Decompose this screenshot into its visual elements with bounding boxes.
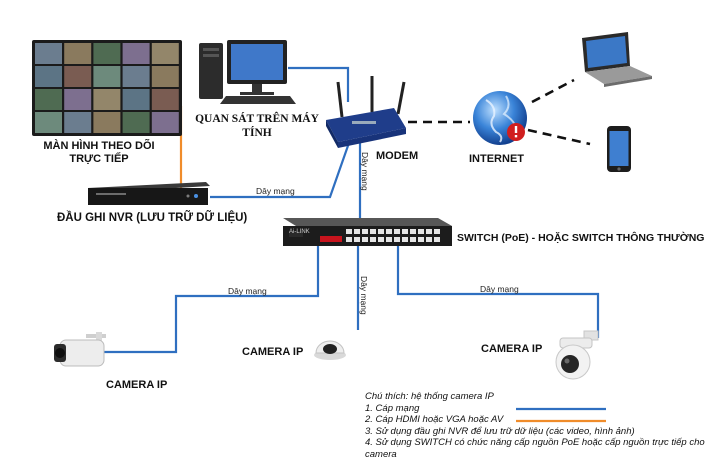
ptz-camera-icon [555,330,599,380]
switch-port [434,237,440,242]
switch-port [418,229,424,234]
switch-port [370,237,376,242]
switch-port [394,237,400,242]
switch-port [434,229,440,234]
video-tile [93,43,121,64]
switch-port [386,237,392,242]
switch-port [346,237,352,242]
camera-right-label: CAMERA IP [481,343,543,355]
bullet-camera-icon [54,332,106,367]
modem-label: MODEM [376,150,419,162]
cables [104,66,600,354]
nvr-recorder-icon [88,182,210,205]
switch-port [354,237,360,242]
switch-port [378,237,384,242]
video-tile [93,66,121,87]
switch-port [362,229,368,234]
video-tile [35,112,62,133]
switch-port [402,237,408,242]
desktop-pc-icon [199,40,296,104]
internet-label: INTERNET [469,153,524,165]
poe-switch-icon [283,218,452,246]
legend-item-3: 3. Sử dụng đầu ghi NVR để lưu trữ dữ liệ… [365,425,635,437]
video-tile [122,66,150,87]
switch-port [426,237,432,242]
legend-item-2: 2. Cáp HDMI hoặc VGA hoặc AV [365,414,504,425]
legend-title: Chú thích: hệ thống camera IP [365,391,494,402]
switch-port [410,237,416,242]
cable-label-switch-left: Dây mạng [228,286,267,296]
legend: Chú thích: hệ thống camera IP 1. Cáp mạn… [365,391,705,460]
switch-port [346,229,352,234]
cable-label-switch-right: Dây mạng [480,284,519,294]
video-tile [93,89,121,110]
monitor-wall-icon [32,40,182,136]
internet-laptop-link [531,78,575,104]
legend-swatches [516,407,606,423]
nvr-label: ĐẦU GHI NVR (LƯU TRỮ DỮ LIỆU) [57,212,248,224]
video-tile [151,66,179,87]
smartphone-icon [607,126,631,172]
video-tile [151,89,179,110]
pc-label: QUAN SÁT TRÊN MÁY TÍNH [195,113,319,139]
video-tile [64,66,92,87]
dome-camera-icon [314,340,346,360]
globe-icon [473,91,527,145]
nvr-modem-cable [210,139,352,199]
switch-port [402,229,408,234]
video-tile [35,66,62,87]
video-tile [122,43,150,64]
legend-item-4: 4. Sử dụng SWITCH có chức năng cấp nguồn… [365,437,705,460]
switch-port [394,229,400,234]
video-tile [93,112,121,133]
pc-modem-cable [288,66,350,102]
cable-label-switch-mid: Dây mạng [359,276,369,315]
switch-port [410,229,416,234]
laptop-icon [582,32,652,87]
switch-brand: Ai-LINK [289,229,310,235]
switch-port [418,237,424,242]
switch-right-cable [396,244,600,338]
video-tile [151,43,179,64]
monitor-wall-label: MÀN HÌNH THEO DÕI TRỰC TIẾP [43,140,155,165]
switch-port [386,229,392,234]
video-tile [35,43,62,64]
video-tile [151,112,179,133]
video-tile [35,89,62,110]
video-tile [64,43,92,64]
switch-port [354,229,360,234]
router-icon [326,76,406,148]
switch-label: SWITCH (PoE) - HOẶC SWITCH THÔNG THƯỜNG [457,232,705,244]
cable-label-nvr-modem: Dây mạng [256,186,295,196]
video-tile [122,112,150,133]
switch-port [370,229,376,234]
camera-left-label: CAMERA IP [106,379,168,391]
switch-left-cable [104,244,320,354]
video-tile [64,89,92,110]
switch-port [378,229,384,234]
camera-mid-label: CAMERA IP [242,346,304,358]
video-tile [64,112,92,133]
cable-label-modem-switch: Dây mạng [360,152,370,191]
internet-phone-link [527,128,591,146]
switch-port [426,229,432,234]
switch-port [362,237,368,242]
legend-item-1: 1. Cáp mạng [365,402,420,414]
video-tile [122,89,150,110]
